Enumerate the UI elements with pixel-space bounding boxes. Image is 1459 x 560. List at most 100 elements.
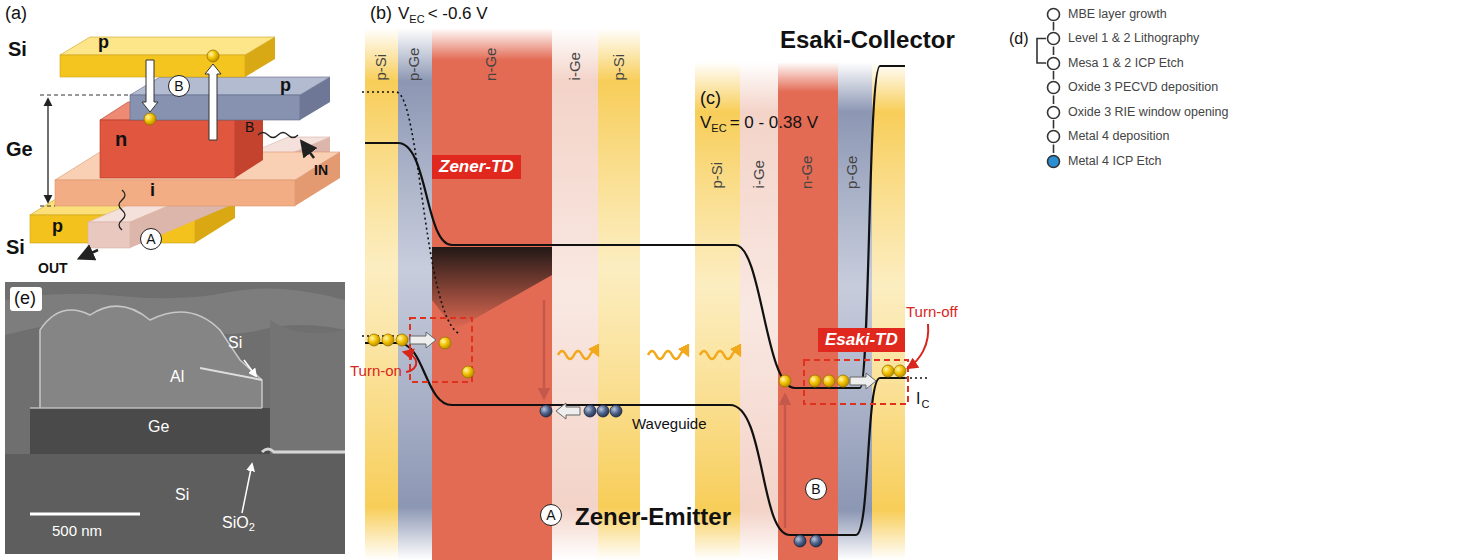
electron: [368, 334, 380, 346]
section-title: Zener-Emitter: [575, 503, 731, 531]
waveguide-edge: [640, 404, 695, 406]
scale-bar: [30, 513, 140, 516]
si-bottom-side: [195, 190, 235, 243]
panel-label-ground: [10, 287, 42, 311]
band-region: p-Ge: [406, 46, 425, 82]
waveguide: [640, 245, 695, 405]
conduction-band: [365, 143, 640, 245]
step-text: Oxide 3 RIE window opening: [1068, 105, 1229, 119]
electron: [779, 375, 791, 387]
panel-label: (a): [5, 3, 27, 24]
hole: [610, 405, 622, 417]
ge-p-top: [130, 77, 330, 95]
carrier-arrow: [205, 64, 221, 140]
step-marker: [1046, 154, 1061, 169]
node-text: i-Ge: [751, 160, 768, 188]
bias-label: = 0 - 0.38 V: [730, 113, 818, 133]
sem-ge-layer: [30, 408, 270, 454]
step-marker: [1046, 7, 1061, 22]
process-connector: [1053, 120, 1055, 129]
tunnel-arrow: [850, 373, 876, 389]
node-text: p: [280, 75, 291, 95]
electron: [396, 334, 408, 346]
biased-band: [362, 92, 460, 334]
ge-n-top: [100, 102, 263, 120]
bias-label: < -0.6 V: [428, 4, 488, 24]
step-marker: [1046, 80, 1061, 95]
dimension-line: [40, 206, 55, 207]
sem-texture: [270, 320, 345, 452]
process-connector: [1053, 71, 1055, 80]
node-text: A: [146, 232, 155, 246]
ge-i-front: [55, 180, 295, 206]
electron: [462, 366, 474, 378]
band-region: i-Ge: [566, 51, 585, 82]
electron: [144, 113, 156, 125]
callout-marker: A: [540, 504, 562, 526]
sem-al-layer: [40, 306, 262, 410]
waveguide-side: [130, 137, 330, 248]
current-label: I: [916, 390, 920, 408]
electron: [882, 365, 894, 377]
process-step: MBE layer growth: [1046, 6, 1167, 22]
band-fill: [598, 28, 640, 560]
band-fill: [432, 28, 552, 560]
step-circle: [1048, 57, 1060, 69]
waveguide-edge: [640, 244, 695, 246]
step-text: Oxide 3 PECVD deposition: [1068, 80, 1218, 94]
filled-states: [432, 247, 552, 330]
band-region: p-Si: [708, 161, 727, 190]
layer-label: p: [52, 216, 63, 237]
tunnel-arrow: [410, 332, 436, 348]
band-region: n-Ge: [483, 46, 502, 82]
electron: [837, 375, 849, 387]
ge-n-front: [100, 120, 235, 178]
step-marker: [1046, 31, 1061, 46]
annotation: Turn-off: [906, 303, 958, 320]
turn-off-arrow: [908, 324, 928, 368]
bias-subscript: EC: [711, 122, 726, 135]
dimension-arrow: [47, 99, 48, 202]
input-arrow: [302, 142, 314, 158]
recombination-arrow: [543, 300, 546, 398]
path-label: B: [245, 119, 254, 135]
step-circle: [1048, 155, 1060, 167]
current-subscript: C: [921, 398, 929, 411]
process-connector: [1037, 39, 1046, 64]
hole-arrow: [556, 403, 580, 419]
carrier-arrow: [142, 60, 158, 112]
device-3d: [30, 37, 340, 258]
node-text: p-Si: [373, 54, 390, 81]
panel-label: (b): [370, 3, 392, 24]
node-text: n-Ge: [484, 47, 501, 80]
absorption-arrow: [784, 395, 787, 528]
step-circle: [1048, 106, 1060, 118]
sem-background: [5, 282, 345, 554]
si-top-front: [60, 55, 245, 77]
material-label: Ge: [6, 138, 33, 161]
material-label: Si: [8, 38, 27, 61]
band-diagram-emitter: [362, 28, 640, 560]
process-step: Metal 4 ICP Etch: [1046, 153, 1162, 169]
process-connector: [1053, 47, 1055, 56]
process-connector: [1053, 145, 1055, 154]
step-marker: [1046, 129, 1061, 144]
band-region: p-Si: [372, 53, 391, 82]
step-text: Level 1 & 2 Lithography: [1068, 31, 1199, 45]
material-label: SiO: [222, 514, 249, 532]
hole: [597, 405, 609, 417]
si-bottom-front: [30, 215, 195, 243]
callout-marker: B: [805, 478, 827, 500]
material-subscript: 2: [249, 521, 255, 534]
step-marker: [1046, 56, 1061, 71]
process-step: Level 1 & 2 Lithography: [1046, 31, 1199, 47]
layer-label: i: [150, 180, 155, 201]
node-text: i: [150, 180, 155, 200]
panel-label: (e): [14, 288, 36, 309]
material-label: Si: [6, 236, 25, 259]
band-region: i-Ge: [750, 159, 769, 190]
band-diagram-collector: [695, 62, 930, 560]
process-step: Mesa 1 & 2 ICP Etch: [1046, 55, 1184, 71]
